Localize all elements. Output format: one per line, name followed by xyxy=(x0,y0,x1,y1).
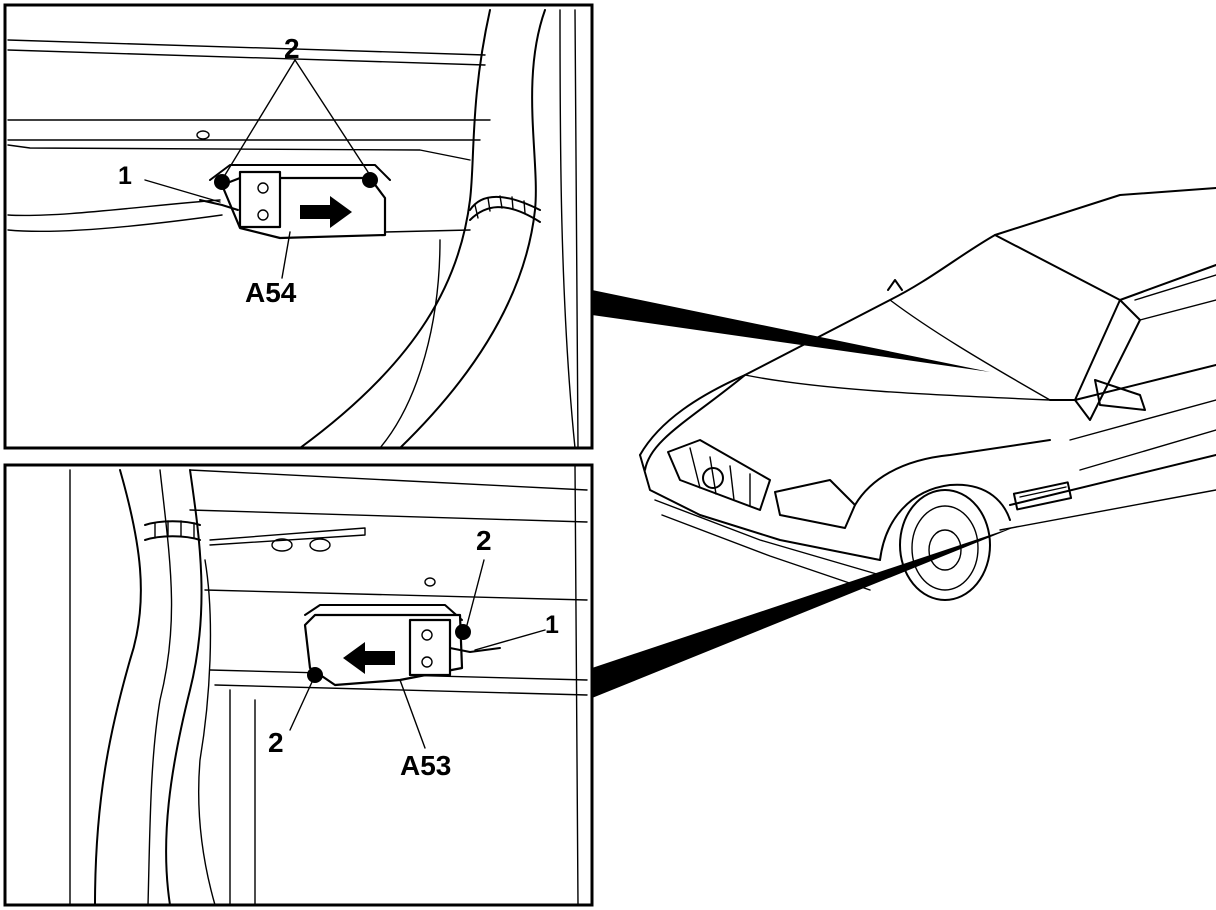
callout-unit-a54: A54 xyxy=(245,277,297,308)
bottom-pointer-wedge xyxy=(592,525,1020,698)
top-pointer-wedge xyxy=(592,290,990,372)
bottom-detail-panel: 2 1 2 A53 xyxy=(3,463,594,907)
top-detail-panel: 2 1 A54 xyxy=(3,3,594,450)
callout-connector-bottom: 1 xyxy=(545,611,559,639)
callout-connector-top: 1 xyxy=(118,162,132,190)
car-front-three-quarter-icon xyxy=(639,187,1216,601)
callout-fastener-left-bottom: 2 xyxy=(268,727,284,758)
callout-unit-a53: A53 xyxy=(400,750,451,781)
callout-fastener-top: 2 xyxy=(284,33,300,64)
callout-fastener-right-bottom: 2 xyxy=(476,525,492,556)
